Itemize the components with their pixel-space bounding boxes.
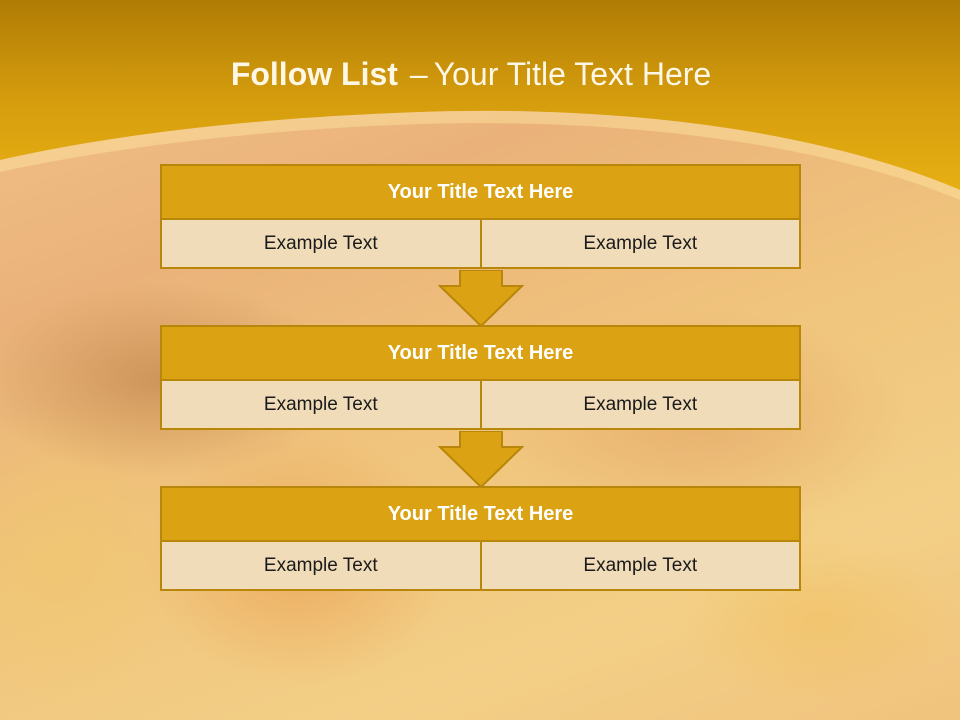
- block-cell-right: Example Text: [481, 542, 801, 591]
- block-cell-left: Example Text: [160, 381, 482, 430]
- list-block-3: Your Title Text Here Example Text Exampl…: [160, 486, 801, 591]
- list-block-2: Your Title Text Here Example Text Exampl…: [160, 325, 801, 430]
- block-row: Example Text Example Text: [160, 381, 801, 430]
- block-cell-right: Example Text: [481, 220, 801, 269]
- block-title: Your Title Text Here: [160, 164, 801, 220]
- slide-title-rest: Your Title Text Here: [433, 56, 712, 92]
- block-title: Your Title Text Here: [160, 486, 801, 542]
- slide-title-dash: –: [409, 56, 428, 92]
- block-cell-left: Example Text: [160, 220, 482, 269]
- block-row: Example Text Example Text: [160, 220, 801, 269]
- down-arrow-icon: [438, 270, 524, 328]
- slide-title: Follow List–Your Title Text Here: [0, 56, 942, 93]
- down-arrow-icon: [438, 431, 524, 489]
- list-block-1: Your Title Text Here Example Text Exampl…: [160, 164, 801, 269]
- block-cell-right: Example Text: [481, 381, 801, 430]
- block-title: Your Title Text Here: [160, 325, 801, 381]
- slide-title-bold: Follow List: [230, 56, 398, 92]
- block-cell-left: Example Text: [160, 542, 482, 591]
- block-row: Example Text Example Text: [160, 542, 801, 591]
